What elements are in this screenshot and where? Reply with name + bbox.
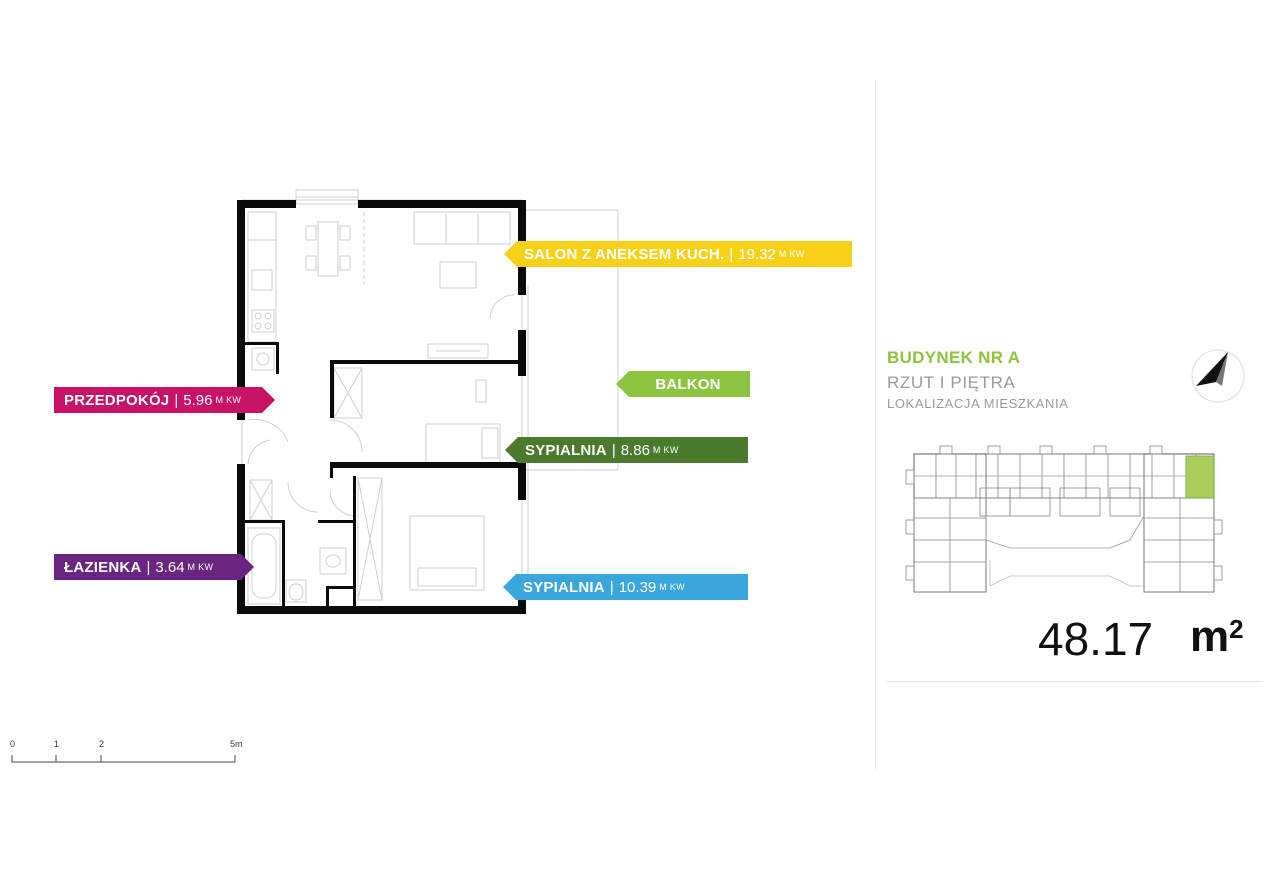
room-tag-sypialnia-2: SYPIALNIA | 10.39 M KW [503, 574, 748, 600]
room-area: 19.32 [738, 245, 776, 263]
room-separator: | [146, 558, 151, 576]
room-name: SYPIALNIA [525, 441, 607, 459]
room-tag-salon: SALON Z ANEKSEM KUCH. | 19.32 M KW [504, 241, 852, 267]
room-area: 10.39 [618, 578, 657, 596]
area-rule [886, 681, 1262, 682]
room-separator: | [174, 391, 179, 409]
room-area-unit: M KW [659, 582, 685, 592]
room-tag-balkon: BALKON [616, 371, 750, 397]
room-area-unit: M KW [778, 249, 805, 259]
room-area: 3.64 [155, 558, 185, 576]
room-area: 8.86 [620, 441, 650, 459]
scale-bar [11, 755, 236, 763]
room-separator: | [611, 441, 616, 459]
room-tag-przedpokoj: PRZEDPOKÓJ | 5.96 M KW [54, 387, 275, 413]
room-area-unit: M KW [187, 562, 214, 572]
scale-label-1: 1 [54, 739, 60, 749]
room-name: BALKON [655, 375, 721, 393]
area-unit-exponent: 2 [1229, 614, 1244, 644]
north-arrow-icon [1191, 349, 1245, 403]
room-area-unit: M KW [652, 445, 679, 455]
apartment-highlight [1185, 455, 1215, 499]
plan-linework [241, 189, 619, 611]
apartment-area: 48.17 [1038, 613, 1154, 665]
room-separator: | [729, 245, 734, 263]
room-area-unit: M KW [215, 395, 242, 405]
floor-label: RZUT I PIĘTRA [887, 373, 1016, 392]
scale-label-0: 0 [10, 739, 16, 749]
room-area: 5.96 [183, 391, 213, 409]
location-label: LOKALIZACJA MIESZKANIA [887, 396, 1069, 411]
scale-label-2: 2 [99, 739, 105, 749]
panel-divider [875, 80, 876, 770]
room-name: PRZEDPOKÓJ [64, 391, 170, 409]
building-title: BUDYNEK NR A [887, 348, 1021, 367]
room-name: SALON Z ANEKSEM KUCH. [524, 245, 725, 263]
area-unit-base: m [1190, 612, 1230, 661]
room-tag-sypialnia-1: SYPIALNIA | 8.86 M KW [505, 437, 748, 463]
room-separator: | [609, 578, 614, 596]
room-name: SYPIALNIA [523, 578, 605, 596]
apartment-area-unit: m2 [1190, 612, 1244, 662]
room-name: ŁAZIENKA [64, 558, 142, 576]
room-tag-lazienka: ŁAZIENKA | 3.64 M KW [54, 554, 254, 580]
building-key-plan [905, 445, 1223, 593]
scale-label-5m: 5m [230, 739, 243, 749]
